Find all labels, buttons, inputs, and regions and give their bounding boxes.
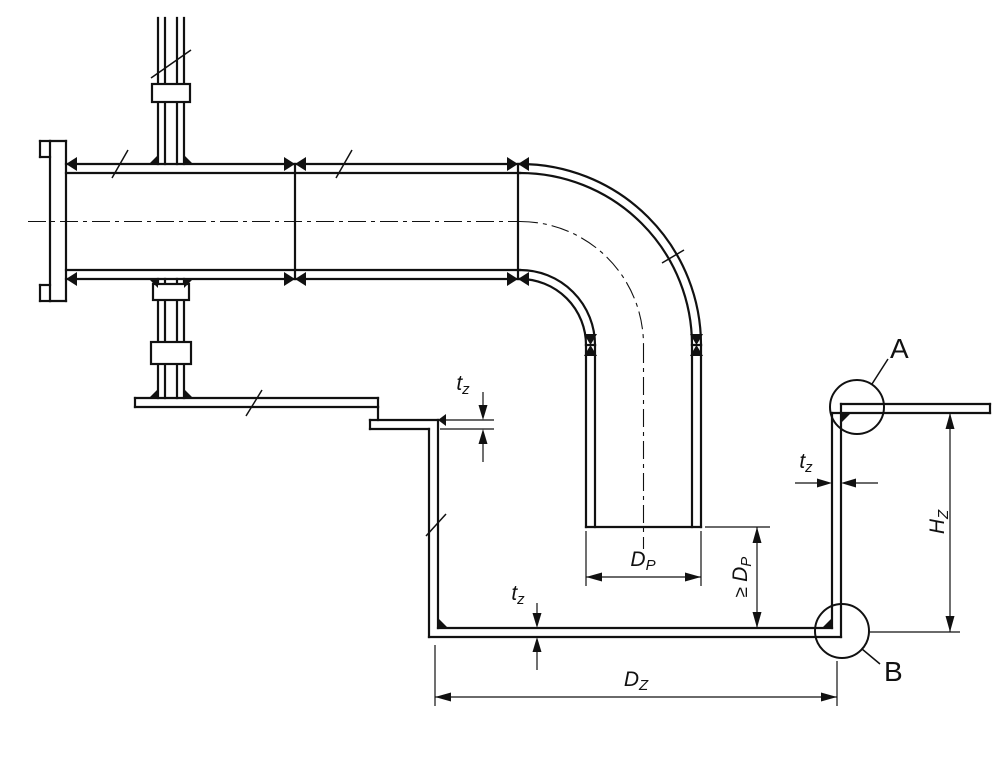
- dimension-tz-step: tz: [440, 372, 494, 462]
- dimension-tz-wall: tz: [795, 450, 878, 488]
- dimension-dp: DP: [585, 531, 702, 586]
- detail-circle-b: [814, 603, 870, 659]
- detail-a: A: [829, 333, 909, 435]
- detail-circle-a: [829, 379, 885, 435]
- branch-collar-low: [149, 340, 193, 366]
- centerlines: [28, 220, 645, 549]
- weld-marks: [66, 155, 851, 628]
- dimension-ge-dp: ≥ DP: [705, 526, 770, 628]
- dimension-dz: DZ: [434, 645, 838, 706]
- ge-dp-label-base: D: [729, 567, 752, 582]
- hz-label-base: H: [926, 518, 949, 534]
- detail-b-leader: [861, 648, 881, 665]
- tz-step-sub: z: [461, 381, 470, 398]
- branch-pipe: [149, 16, 193, 400]
- ge-dp-label-sub: P: [738, 557, 755, 567]
- hz-label-sub: Z: [935, 509, 952, 520]
- detail-a-label: A: [890, 333, 909, 364]
- detail-b-label: B: [884, 656, 903, 687]
- trench-profile: [133, 396, 992, 639]
- tz-bottom-sub: z: [516, 591, 525, 608]
- ge-symbol: ≥: [731, 587, 752, 597]
- dp-dimension-label: DP: [630, 548, 655, 574]
- dp-label-sub: P: [646, 557, 656, 574]
- ge-dp-dimension-label: ≥ DP: [729, 557, 755, 598]
- outlet-pipe: [584, 343, 703, 529]
- tz-step-base: t: [456, 372, 463, 395]
- seam-marks: [111, 49, 685, 537]
- branch-collar-mid: [151, 282, 191, 302]
- tz-bottom-label: tz: [511, 582, 525, 608]
- tz-wall-sub: z: [804, 459, 813, 476]
- flange: [38, 139, 68, 303]
- detail-a-leader: [871, 358, 889, 385]
- detail-b: B: [814, 603, 903, 687]
- corner-weld-a: [841, 413, 851, 423]
- hz-dimension-label: HZ: [926, 509, 952, 534]
- dz-dimension-label: DZ: [624, 668, 649, 694]
- corner-weld-bottom-left: [438, 618, 448, 628]
- corner-weld-b: [822, 618, 832, 628]
- branch-collar-top: [150, 82, 192, 104]
- tz-wall-base: t: [799, 450, 806, 473]
- dp-label-base: D: [630, 548, 645, 571]
- elbow: [518, 162, 703, 347]
- dz-label-sub: Z: [638, 677, 649, 694]
- dimension-tz-bottom: tz: [511, 582, 542, 670]
- tz-step-label: tz: [456, 372, 470, 398]
- tz-wall-label: tz: [799, 450, 813, 476]
- dimension-hz: HZ: [870, 413, 960, 633]
- tz-bottom-base: t: [511, 582, 518, 605]
- dz-label-base: D: [624, 668, 639, 691]
